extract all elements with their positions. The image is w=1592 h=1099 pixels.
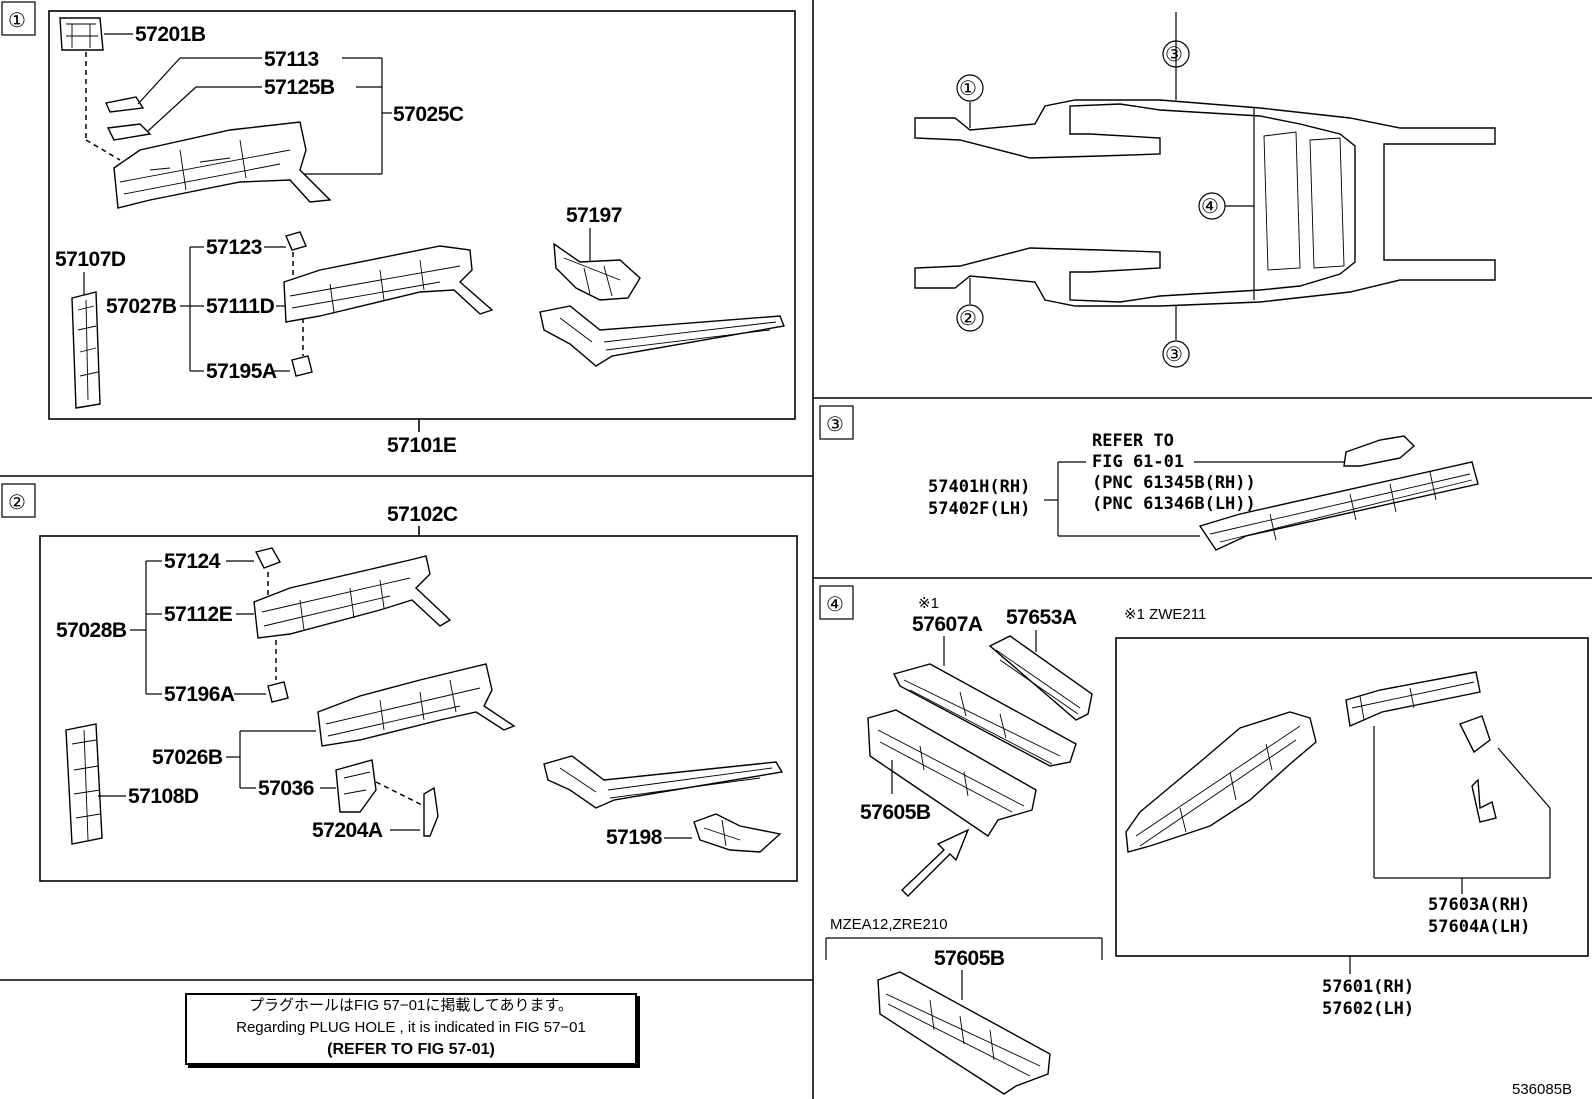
refer-line-1: REFER TO	[1092, 431, 1174, 451]
section-3: ③ REFER TO FIG 61-01 (PNC 61345B(RH)) (P…	[819, 405, 1479, 551]
part-57036-label: 57036	[258, 777, 314, 800]
part-57111D-shape	[283, 245, 494, 323]
part-57603A-label: 57603A(RH)	[1428, 895, 1530, 915]
part-57025C-label: 57025C	[393, 103, 464, 126]
part-57026B-shape	[317, 663, 516, 747]
part-57036-shape	[335, 759, 377, 813]
part-57196A-label: 57196A	[164, 683, 235, 706]
part-57607A-label: 57607A	[912, 613, 983, 636]
part-57605B-shape	[867, 709, 1037, 837]
section-1: ① 57201B 57113 57125B 57025C	[1, 1, 796, 457]
floor-overview: ③ ① ② ③ ④	[914, 12, 1496, 368]
part-57607A-shape	[892, 663, 1077, 767]
part-57601-shape	[1125, 711, 1317, 853]
part-57107D-label: 57107D	[55, 248, 126, 271]
part-57112E-label: 57112E	[164, 603, 233, 626]
part-57112E-shape	[253, 555, 452, 639]
overview-marker-1: ①	[959, 78, 977, 100]
part-57125B-label: 57125B	[264, 76, 335, 99]
part-57402F-label: 57402F(LH)	[928, 499, 1030, 519]
part-57653A-shape	[988, 635, 1093, 721]
section-4-marker: ④	[826, 594, 844, 616]
part-57124-label: 57124	[164, 550, 221, 573]
part-57601-label: 57601(RH)	[1322, 977, 1414, 997]
part-57197-label: 57197	[566, 204, 622, 227]
refer-line-2: FIG 61-01	[1092, 452, 1184, 472]
part-57604A-label: 57604A(LH)	[1428, 917, 1530, 937]
note-line-ref: (REFER TO FIG 57-01)	[327, 1041, 495, 1058]
part-57603A-rail-shape	[1345, 671, 1481, 728]
part-57605B-2-label: 57605B	[934, 947, 1005, 970]
part-rocker-1-shape	[539, 305, 785, 367]
section-4: ④ ※1 57607A 57653A ※1 ZWE211 57605B MZEA…	[819, 585, 1589, 1095]
part-57102C-label: 57102C	[387, 503, 458, 526]
part-57107D-shape	[71, 291, 101, 409]
part-57198-shape	[693, 813, 782, 853]
note-mark: ※1	[918, 595, 939, 612]
part-57026B-label: 57026B	[152, 746, 223, 769]
figure-code: 536085B	[1512, 1081, 1572, 1098]
part-57123-label: 57123	[206, 236, 262, 259]
part-57201B-label: 57201B	[135, 23, 206, 46]
part-57195A-label: 57195A	[206, 360, 277, 383]
part-57653A-label: 57653A	[1006, 606, 1077, 629]
part-57605B-label: 57605B	[860, 801, 931, 824]
part-57111D-label: 57111D	[206, 295, 275, 318]
part-57198-label: 57198	[606, 826, 663, 849]
refer-line-3: (PNC 61345B(RH))	[1092, 473, 1256, 493]
part-57028B-label: 57028B	[56, 619, 127, 642]
overview-marker-3-bottom: ③	[1165, 344, 1183, 366]
part-57204A-label: 57204A	[312, 819, 383, 842]
zwe-note: ※1 ZWE211	[1124, 606, 1206, 623]
section-2: ② 57102C 57028B 57124 57112E 57196A 5702…	[1, 483, 798, 882]
part-57201B-shape	[59, 17, 104, 51]
mzea-note: MZEA12,ZRE210	[830, 916, 948, 933]
section-1-marker: ①	[8, 10, 26, 32]
refer-line-4: (PNC 61346B(LH))	[1092, 494, 1256, 514]
overview-marker-4: ④	[1201, 196, 1219, 218]
part-57108D-shape	[65, 723, 103, 845]
part-57027B-label: 57027B	[106, 295, 177, 318]
section-2-marker: ②	[8, 492, 26, 514]
note-line-en: Regarding PLUG HOLE , it is indicated in…	[236, 1019, 586, 1036]
part-57113-label: 57113	[264, 48, 319, 71]
part-57605B-2-shape	[877, 971, 1051, 1095]
plug-hole-note: プラグホールはFIG 57−01に掲載してあります。 Regarding PLU…	[185, 993, 637, 1065]
part-57101E-label: 57101E	[387, 434, 457, 457]
section-3-marker: ③	[826, 414, 844, 436]
part-57602-label: 57602(LH)	[1322, 999, 1414, 1019]
part-rocker-2-shape	[543, 755, 784, 809]
part-57025C-shape	[113, 121, 332, 209]
part-57108D-label: 57108D	[128, 785, 199, 808]
overview-marker-2: ②	[959, 308, 977, 330]
note-line-jp: プラグホールはFIG 57−01に掲載してあります。	[249, 997, 573, 1014]
overview-marker-3-top: ③	[1165, 44, 1183, 66]
part-57401H-label: 57401H(RH)	[928, 477, 1030, 497]
part-57197-shape	[553, 242, 641, 301]
part-rocker-3-shape	[1198, 435, 1479, 551]
